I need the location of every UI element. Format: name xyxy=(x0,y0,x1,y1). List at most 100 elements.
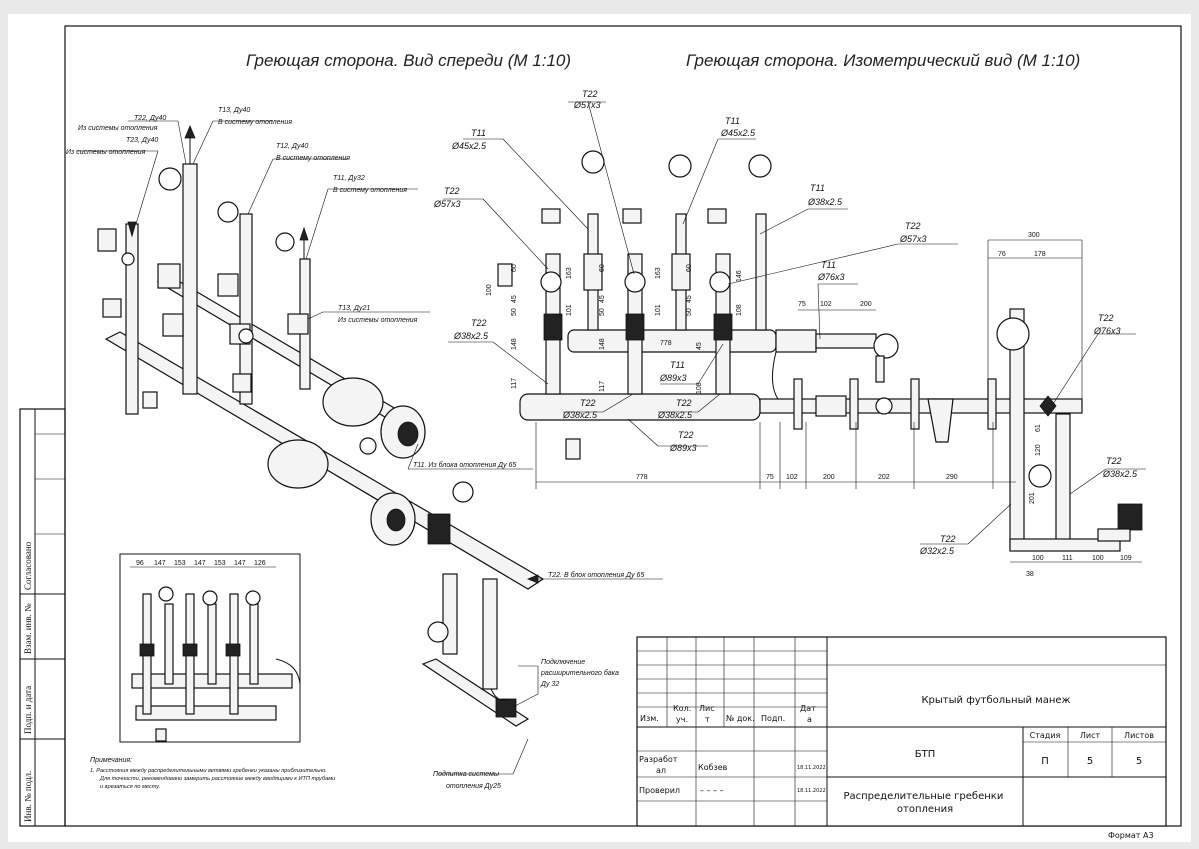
iso-label-t12-to-desc: В систему отопления xyxy=(276,155,350,162)
dim-upper-200: 200 xyxy=(860,301,872,308)
inset-view: 96 147 153 147 153 147 126 xyxy=(119,553,301,743)
front-label-t22-57-top-size: Ø57х3 xyxy=(573,100,601,110)
tb-sheets-value: 5 xyxy=(1136,756,1142,767)
dim-upper-102: 102 xyxy=(820,301,832,308)
tb-sheet-title: Распределительные гребенки отопления xyxy=(843,791,1006,815)
dim-bottom-778: 778 xyxy=(636,474,648,481)
front-label-t22-57-right: Т22 xyxy=(905,221,921,231)
side-stamp: Согласовано Взам. инв. № Подп. и дата Ин… xyxy=(19,408,66,827)
notes-line-1: 1. Расстояния между распределительными в… xyxy=(90,768,327,774)
iso-label-makeup-1: Подпитка системы xyxy=(433,770,500,778)
front-label-t22-76: Т22 xyxy=(1098,313,1114,323)
inset-dim-153b: 153 xyxy=(214,560,226,567)
dim-v-45b: 45 xyxy=(599,295,606,303)
front-label-t22-38-a: Т22 xyxy=(580,398,596,408)
dim-v-45c: 45 xyxy=(686,295,693,303)
tb-header-uch: уч. xyxy=(676,715,688,724)
front-label-t22-76-size: Ø76х3 xyxy=(1093,326,1121,336)
front-label-t22-57-left: Т22 xyxy=(444,186,460,196)
front-label-t22-38-right: Т22 xyxy=(1106,456,1122,466)
dim-v-146: 146 xyxy=(736,270,743,282)
dim-v-100: 100 xyxy=(486,284,493,296)
front-label-t11-76: Т11 xyxy=(821,260,836,270)
iso-label-t13-from: Т13, Ду21 xyxy=(338,305,370,312)
dim-v-148a: 148 xyxy=(511,338,518,350)
dim-v-45d: 45 xyxy=(696,342,703,350)
front-label-t11-76-size: Ø76х3 xyxy=(817,272,845,282)
dim-v-60b: 60 xyxy=(599,264,606,272)
tb-checked-date: 18.11.2022 xyxy=(797,788,826,794)
notes-title: Примечания: xyxy=(90,757,132,764)
notes-line-3: и врезаться по месту. xyxy=(100,784,160,790)
dim-bottom-290: 290 xyxy=(946,474,958,481)
dim-v-108a: 108 xyxy=(696,382,703,394)
inset-dim-147b: 147 xyxy=(194,560,206,567)
tb-developed-label-1: Разработ xyxy=(639,755,678,764)
iso-label-expansion-1: Подключение xyxy=(541,658,585,666)
tb-checked-name: – – – – xyxy=(700,786,724,795)
front-header-lower xyxy=(519,393,761,421)
iso-label-makeup-2: отопления Ду25 xyxy=(446,783,501,790)
front-label-t11-89: Т11 xyxy=(670,360,685,370)
notes: Примечания: 1. Расстояния между распреде… xyxy=(90,757,335,790)
iso-label-t13-to-desc: В систему отопления xyxy=(218,119,292,126)
dim-bottom-202: 202 xyxy=(878,474,890,481)
iso-label-t11-to-desc: В систему отопления xyxy=(333,187,407,194)
isometric-view: Т22, Ду40 Из системы отопления Т13, Ду40… xyxy=(66,107,663,790)
tb-sheet-title-1: Распределительные гребенки xyxy=(843,791,1003,802)
drawing-sheet: Согласовано Взам. инв. № Подп. и дата Ин… xyxy=(8,14,1191,842)
front-label-t22-38-right-size: Ø38х2.5 xyxy=(1102,469,1138,479)
iso-label-t13-to: Т13, Ду40 xyxy=(218,107,250,114)
dim-upper-75: 75 xyxy=(798,301,806,308)
tb-project: Крытый футбольный манеж xyxy=(921,695,1070,706)
front-label-t11-38: Т11 xyxy=(810,183,825,193)
dim-v-101b: 101 xyxy=(655,304,662,316)
dim-right-109: 109 xyxy=(1120,555,1132,562)
tb-stage-label: Стадия xyxy=(1030,731,1061,740)
tb-sheet-label: Лист xyxy=(1080,731,1101,740)
drawing-canvas: Согласовано Взам. инв. № Подп. и дата Ин… xyxy=(19,25,1182,840)
dim-right-76: 76 xyxy=(998,251,1006,258)
tb-header-dat: Дат xyxy=(800,704,816,713)
front-label-t22-57-right-size: Ø57х3 xyxy=(899,234,927,244)
inset-dim-147a: 147 xyxy=(154,560,166,567)
dim-right-100b: 100 xyxy=(1092,555,1104,562)
tb-header-podp: Подп. xyxy=(761,714,785,723)
iso-label-t13-from-desc: Из системы отопления xyxy=(338,317,418,324)
tb-header-kol: Кол. xyxy=(673,704,691,713)
front-label-t22-57-top: Т22 xyxy=(582,89,598,99)
tb-header-izm: Изм. xyxy=(640,714,659,723)
side-stamp-inv-original: Инв. № подл. xyxy=(23,771,33,822)
tb-developed-label: Разработ ал xyxy=(639,755,680,775)
front-label-t22-38-left-size: Ø38х2.5 xyxy=(453,331,489,341)
iso-label-t11-to: Т11, Ду32 xyxy=(333,175,365,182)
dim-bottom-102: 102 xyxy=(786,474,798,481)
front-label-t22-89-size: Ø89х3 xyxy=(669,443,697,453)
front-label-t11-45-left-size: Ø45х2.5 xyxy=(451,141,487,151)
tb-header-a: а xyxy=(807,715,812,724)
front-label-t11-89-size: Ø89х3 xyxy=(659,373,687,383)
inset-dim-147c: 147 xyxy=(234,560,246,567)
front-label-t22-89: Т22 xyxy=(678,430,694,440)
dim-v-101a: 101 xyxy=(566,304,573,316)
dim-right-100a: 100 xyxy=(1032,555,1044,562)
front-label-t22-38-b-size: Ø38х2.5 xyxy=(657,410,693,420)
iso-label-expansion-3: Ду 32 xyxy=(540,681,559,688)
title-isometric-view: Греющая сторона. Изометрический вид (М 1… xyxy=(686,51,1080,70)
dim-v-117a: 117 xyxy=(511,378,518,389)
tb-sheets-label: Листов xyxy=(1124,731,1154,740)
tb-checked-label: Проверил xyxy=(639,786,680,795)
tb-header-doc: № док. xyxy=(726,714,755,723)
front-label-t22-32: Т22 xyxy=(940,534,956,544)
tb-header-t: т xyxy=(705,715,710,724)
dim-right-300: 300 xyxy=(1028,232,1040,239)
dim-bottom-200: 200 xyxy=(823,474,835,481)
iso-label-t11-block: Т11. Из блока отопления Ду 65 xyxy=(413,461,516,469)
side-stamp-agreed: Согласовано xyxy=(23,541,33,590)
dim-mid-778: 778 xyxy=(660,340,672,347)
dim-right-38: 38 xyxy=(1026,571,1034,578)
iso-label-expansion-2: расширительного бака xyxy=(540,669,619,677)
front-label-t22-38-left: Т22 xyxy=(471,318,487,328)
front-view: Т22 Ø57х3 Т11 Ø45х2.5 Т11 Ø45х2.5 Т22 Ø5… xyxy=(433,89,1146,578)
iso-label-t12-to: Т12, Ду40 xyxy=(276,143,308,150)
